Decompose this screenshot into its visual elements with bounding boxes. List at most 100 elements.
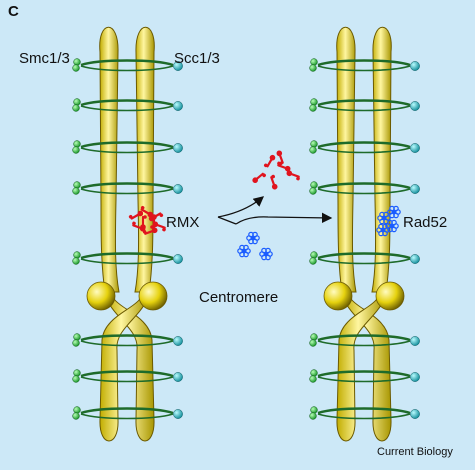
journal-credit: Current Biology [377,446,453,458]
smc-head [72,146,80,154]
rmx-label: RMX [166,214,200,231]
smc-head [72,64,80,72]
rad52-core [392,210,396,214]
cohesin-ring [80,258,174,265]
rmx-molecule [263,154,276,168]
cohesin-ring [317,65,411,72]
rmx-head [286,170,293,177]
rmx-head [150,225,154,229]
cohesin-complex [309,333,420,347]
cohesin-complex [72,369,183,383]
smc-head [73,58,81,66]
cohesin-complex [72,98,183,112]
rmx-molecule [286,170,300,181]
rad52-subunit [243,244,249,251]
rad52-molecule [385,219,399,233]
cohesin-ring [317,370,411,378]
scc-head [410,101,420,111]
rmx-head [269,154,276,161]
rad52-molecule [376,223,390,237]
cohesin-complex [72,406,183,420]
smc-head [72,412,80,420]
smc-head [310,251,318,259]
scc-head [173,184,183,194]
cohesin-ring [80,65,174,72]
scc-head [173,372,183,382]
smc-head [310,369,318,377]
smc-head [309,257,317,265]
smc-head [73,251,81,259]
cohesin-complex [309,369,420,383]
smc-head [72,187,80,195]
rad52-core [390,224,394,228]
rmx-head [143,215,147,219]
cohesin-complex [72,140,183,154]
chromosome-left [72,26,183,442]
rmx-head [279,161,283,166]
rmx-head [263,163,268,168]
rmx-head [137,210,144,217]
rmx-molecule [142,227,158,235]
rmx-released-molecules [252,150,300,190]
rmx-head [162,227,166,232]
centromere-bead [375,281,405,311]
rad52-molecule [259,247,273,261]
smc-head [72,257,80,265]
scc-head [410,254,420,264]
cohesin-ring [317,147,411,154]
smc-head [309,64,317,72]
smc-head [73,181,81,189]
cohesin-ring [317,99,411,107]
cohesin-complex [309,181,420,195]
rad52-molecule [377,211,391,225]
rad52-core [242,249,246,253]
scc-head [173,254,183,264]
smc-head [73,333,81,341]
centromere-bead [138,281,168,311]
process-line [217,216,237,225]
rmx-head [271,183,278,190]
smc-head [309,146,317,154]
rmx-head [276,150,283,157]
chromatid-upper-arm [371,26,392,293]
scc-head [410,409,420,419]
rmx-head [151,214,157,220]
rmx-release-arrow [217,196,264,218]
smc-head [309,104,317,112]
scc-label: Scc1/3 [174,50,220,67]
rad52-subunit [382,223,388,230]
smc-head [72,375,80,383]
scc-head [173,101,183,111]
cohesin-ring [80,105,174,112]
smc-head [310,140,318,148]
cohesin-complex [309,406,420,420]
cohesin-ring [80,334,174,342]
centromere-bead [323,281,353,311]
smc-head [310,58,318,66]
rad52-subunit [265,247,271,254]
cohesin-ring [80,188,174,195]
cohesin-ring [80,252,174,260]
smc-head [72,104,80,112]
rad52-bound-cluster [376,205,401,237]
cohesin-ring [317,334,411,342]
rmx-molecule [252,172,266,184]
scc-head [410,143,420,153]
centromere-label: Centromere [199,289,279,306]
smc-head [310,406,318,414]
cohesin-ring [80,141,174,149]
smc-label: Smc1/3 [19,50,70,67]
chromosome-right [309,26,420,442]
cohesin-ring [317,141,411,149]
cohesin-complex [72,58,183,72]
rmx-head [140,205,145,210]
rmx-molecule [140,215,147,230]
smc-head [309,187,317,195]
cohesin-ring [317,340,411,347]
chromatid-upper-arm [99,26,120,293]
rmx-head [140,224,146,230]
rmx-head [296,176,300,181]
rad52-loading-arrow [235,212,333,225]
rad52-subunit [391,219,397,226]
